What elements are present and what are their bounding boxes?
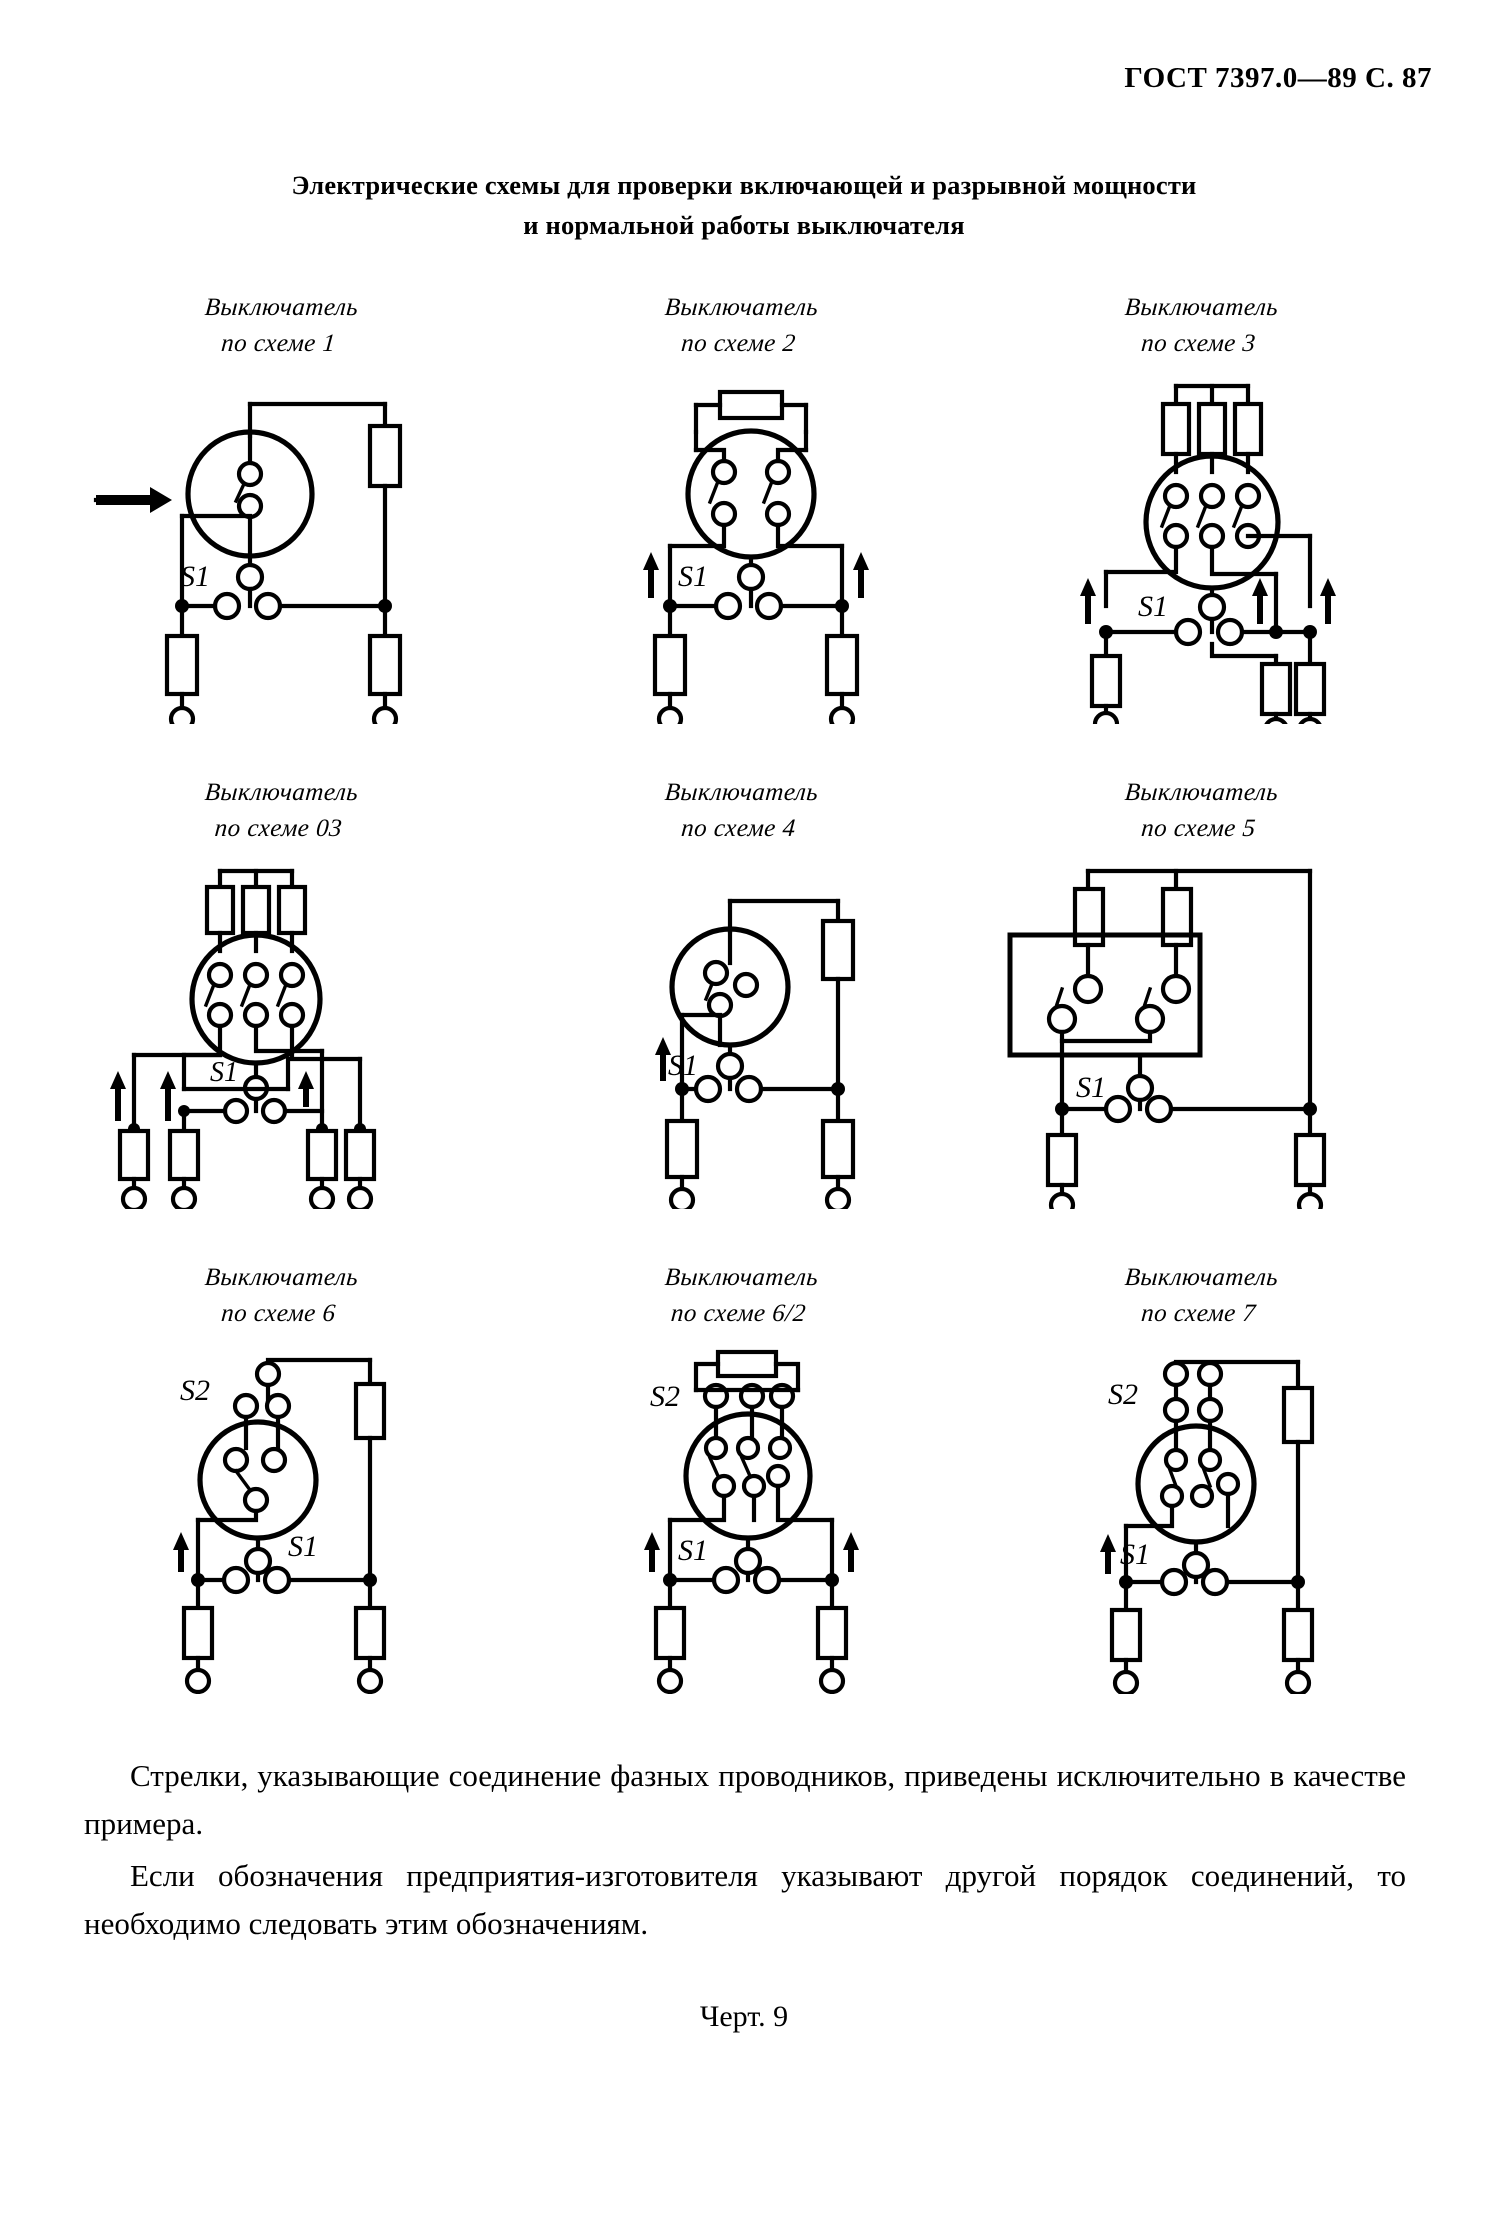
figure-caption: Черт. 9 <box>699 2000 789 2033</box>
diagram-label-line-2: по схеме 1 <box>220 330 337 357</box>
diagram-label-line-1: Выключатель <box>663 779 820 806</box>
circuit-diagram-scheme-03: Выключатель по схеме 03 <box>60 775 520 1260</box>
schematic-svg-scheme-7: S2 S1 <box>1100 1359 1315 1694</box>
switch-label-s1: S1 <box>1076 1071 1106 1104</box>
diagram-label: Выключатель по схеме 4 <box>517 775 963 847</box>
switch-label-s2: S2 <box>650 1380 680 1413</box>
diagram-label: Выключатель по схеме 1 <box>57 290 503 362</box>
paragraph-text: Если обозначения предприятия-изготовител… <box>84 1858 1406 1941</box>
diagram-label: Выключатель по схеме 6/2 <box>517 1260 963 1332</box>
switch-label-s1: S1 <box>668 1049 698 1082</box>
circuit-diagram-scheme-3: Выключатель по схеме 3 <box>980 290 1440 775</box>
diagram-label: Выключатель по схеме 6 <box>57 1260 503 1332</box>
diagram-label-line-2: по схеме 7 <box>1140 1300 1257 1327</box>
circuit-diagram-scheme-6: Выключатель по схеме 6 <box>60 1260 520 1745</box>
circuit-diagram-scheme-4: Выключатель по схеме 4 <box>520 775 980 1260</box>
diagram-label: Выключатель по схеме 03 <box>57 775 503 847</box>
diagram-label-line-2: по схеме 2 <box>680 330 797 357</box>
diagram-label-line-1: Выключатель <box>1123 294 1280 321</box>
diagram-label-line-1: Выключатель <box>203 294 360 321</box>
diagram-label-line-2: по схеме 3 <box>1140 330 1257 357</box>
switch-label-s1: S1 <box>180 560 210 593</box>
diagram-label: Выключатель по схеме 2 <box>517 290 963 362</box>
schematic-svg-scheme-6: S2 S1 <box>173 1357 387 1694</box>
switch-label-s1: S1 <box>1120 1538 1150 1571</box>
circuit-diagram-scheme-7: Выключатель по схеме 7 <box>980 1260 1440 1745</box>
diagram-label-line-1: Выключатель <box>1123 779 1280 806</box>
note-paragraph-arrows: Стрелки, указывающие соединение фазных п… <box>84 1752 1406 1848</box>
diagram-label-line-1: Выключатель <box>203 1264 360 1291</box>
diagram-label-line-1: Выключатель <box>203 779 360 806</box>
circuit-diagram-scheme-1: Выключатель по схеме 1 <box>60 290 520 775</box>
schematic-svg-scheme-03: S1 <box>110 868 377 1209</box>
circuit-diagram-grid: Выключатель по схеме 1 <box>60 290 1440 1745</box>
diagram-label: Выключатель по схеме 5 <box>977 775 1423 847</box>
switch-label-s1: S1 <box>678 1534 708 1567</box>
switch-label-s1: S1 <box>210 1057 238 1088</box>
page-title-line-1: Электрические схемы для проверки включаю… <box>291 170 1197 200</box>
schematic-svg-scheme-4: S1 <box>655 898 856 1209</box>
circuit-diagram-scheme-5: Выключатель по схеме 5 <box>980 775 1440 1260</box>
diagram-label-line-2: по схеме 4 <box>680 815 797 842</box>
switch-label-s1: S1 <box>1138 590 1168 623</box>
switch-label-s2: S2 <box>1108 1378 1138 1411</box>
page-title-line-2: и нормальной работы выключателя <box>523 210 965 240</box>
diagram-label: Выключатель по схеме 3 <box>977 290 1423 362</box>
switch-label-s1: S1 <box>288 1530 318 1563</box>
schematic-svg-scheme-6-2: S2 S1 <box>644 1349 859 1694</box>
diagram-label-line-1: Выключатель <box>663 1264 820 1291</box>
circuit-diagram-scheme-2: Выключатель по схеме 2 <box>520 290 980 775</box>
diagram-label-line-1: Выключатель <box>663 294 820 321</box>
page-title: Электрические схемы для проверки включаю… <box>0 165 1488 245</box>
switch-label-s2: S2 <box>180 1374 210 1407</box>
switch-label-s1: S1 <box>678 560 708 593</box>
paragraph-text: Стрелки, указывающие соединение фазных п… <box>84 1758 1406 1841</box>
schematic-svg-scheme-1: S1 <box>93 401 403 724</box>
diagram-label: Выключатель по схеме 7 <box>977 1260 1423 1332</box>
circuit-diagram-scheme-6-2: Выключатель по схеме 6/2 <box>520 1260 980 1745</box>
diagram-label-line-2: по схеме 6 <box>220 1300 337 1327</box>
schematic-svg-scheme-2: S1 <box>643 389 869 724</box>
schematic-svg-scheme-5: S1 <box>1007 868 1327 1209</box>
diagram-label-line-2: по схеме 03 <box>213 815 344 842</box>
page-header-standard: ГОСТ 7397.0—89 С. 87 <box>1124 62 1432 94</box>
diagram-label-line-1: Выключатель <box>1123 1264 1280 1291</box>
note-paragraph-manufacturer: Если обозначения предприятия-изготовител… <box>84 1852 1406 1948</box>
diagram-label-line-2: по схеме 5 <box>1140 815 1257 842</box>
diagram-label-line-2: по схеме 6/2 <box>669 1300 808 1327</box>
schematic-svg-scheme-3: S1 <box>1080 383 1336 724</box>
